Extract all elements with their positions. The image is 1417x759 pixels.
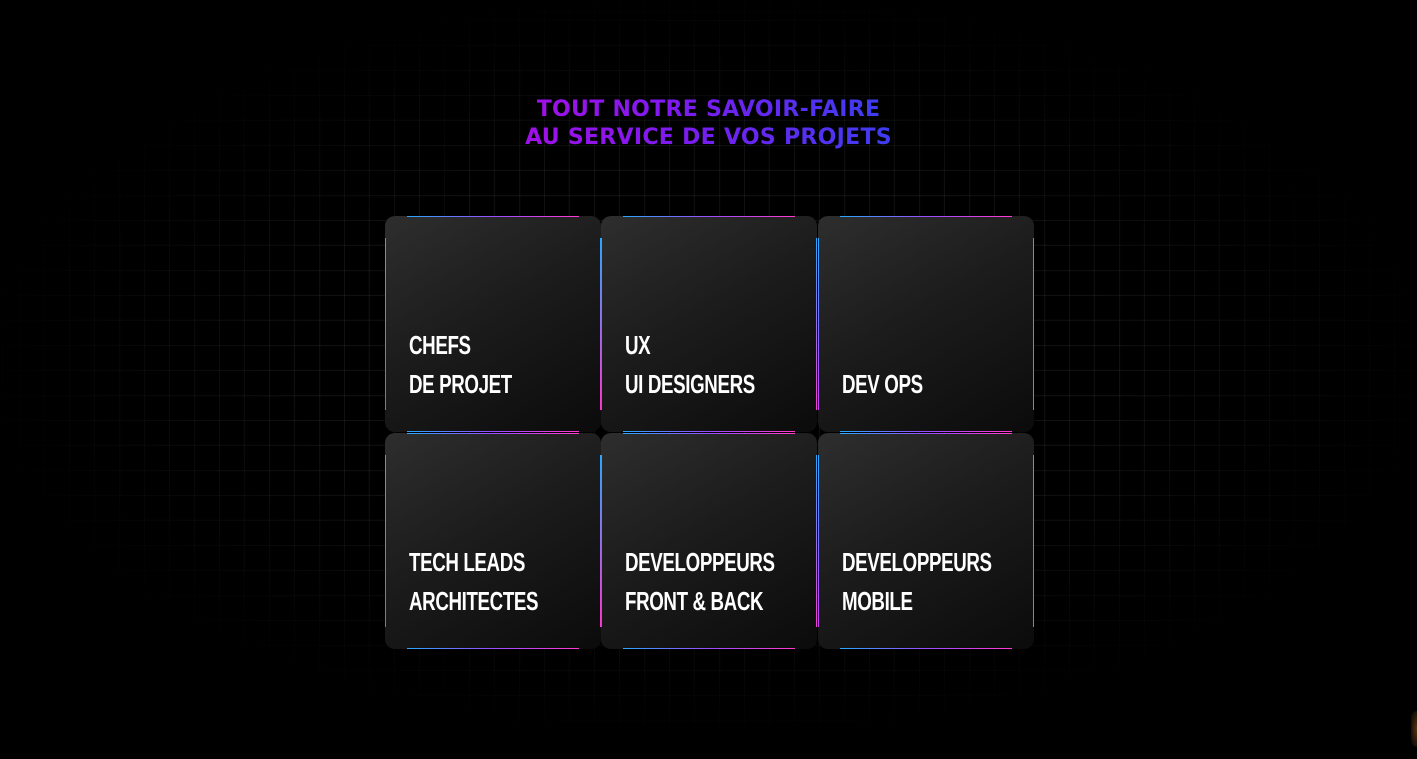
- card-tech-leads-architectes[interactable]: TECH LEADS ARCHITECTES: [385, 433, 601, 649]
- card-title: UX UI DESIGNERS: [625, 326, 755, 404]
- card-edge-bottom: [623, 648, 795, 649]
- card-dev-ops[interactable]: DEV OPS: [818, 216, 1034, 432]
- card-edge-left: [601, 455, 602, 627]
- card-title-line-1: TECH LEADS: [409, 547, 526, 577]
- card-title-line-1: DEVELOPPEURS: [842, 547, 992, 577]
- card-edge-bottom: [407, 648, 579, 649]
- card-edge-left: [385, 238, 386, 410]
- card-edge-left: [818, 238, 819, 410]
- card-ux-ui-designers[interactable]: UX UI DESIGNERS: [601, 216, 817, 432]
- card-title-line-2: DEV OPS: [842, 369, 923, 399]
- card-edge-top: [407, 216, 579, 217]
- section-heading: TOUT NOTRE SAVOIR-FAIRE AU SERVICE DE VO…: [0, 96, 1417, 152]
- card-title: DEV OPS: [842, 326, 923, 404]
- card-title: DEVELOPPEURS FRONT & BACK: [625, 543, 775, 621]
- card-edge-top: [840, 433, 1012, 434]
- expertise-card-grid: CHEFS DE PROJET UX UI DESIGNERS DEV OPS …: [385, 216, 1035, 650]
- card-chefs-de-projet[interactable]: CHEFS DE PROJET: [385, 216, 601, 432]
- section-heading-line-2: AU SERVICE DE VOS PROJETS: [525, 125, 892, 150]
- card-title-line-2: FRONT & BACK: [625, 586, 764, 616]
- card-edge-bottom: [407, 431, 579, 432]
- card-title: CHEFS DE PROJET: [409, 326, 512, 404]
- card-developpeurs-mobile[interactable]: DEVELOPPEURS MOBILE: [818, 433, 1034, 649]
- card-title-line-1: DEVELOPPEURS: [625, 547, 775, 577]
- card-edge-top: [840, 216, 1012, 217]
- card-edge-right: [600, 238, 601, 410]
- card-edge-top: [623, 433, 795, 434]
- card-edge-left: [385, 455, 386, 627]
- card-title-line-1: [842, 326, 923, 365]
- card-title-line-1: CHEFS: [409, 330, 471, 360]
- card-edge-bottom: [840, 648, 1012, 649]
- card-edge-right: [1033, 455, 1034, 627]
- card-edge-right: [1033, 238, 1034, 410]
- card-edge-left: [818, 455, 819, 627]
- card-title: TECH LEADS ARCHITECTES: [409, 543, 539, 621]
- card-edge-left: [601, 238, 602, 410]
- card-edge-bottom: [840, 431, 1012, 432]
- card-developpeurs-front-back[interactable]: DEVELOPPEURS FRONT & BACK: [601, 433, 817, 649]
- card-title: DEVELOPPEURS MOBILE: [842, 543, 992, 621]
- card-edge-right: [816, 238, 817, 410]
- card-edge-right: [816, 455, 817, 627]
- card-title-line-1: UX: [625, 330, 651, 360]
- card-title-line-2: ARCHITECTES: [409, 586, 539, 616]
- card-edge-top: [407, 433, 579, 434]
- card-edge-right: [600, 455, 601, 627]
- card-edge-bottom: [623, 431, 795, 432]
- card-title-line-2: DE PROJET: [409, 369, 512, 399]
- card-edge-top: [623, 216, 795, 217]
- section-heading-line-1: TOUT NOTRE SAVOIR-FAIRE: [536, 97, 881, 122]
- card-title-line-2: UI DESIGNERS: [625, 369, 755, 399]
- corner-glow-decoration: [1411, 711, 1417, 747]
- card-title-line-2: MOBILE: [842, 586, 913, 616]
